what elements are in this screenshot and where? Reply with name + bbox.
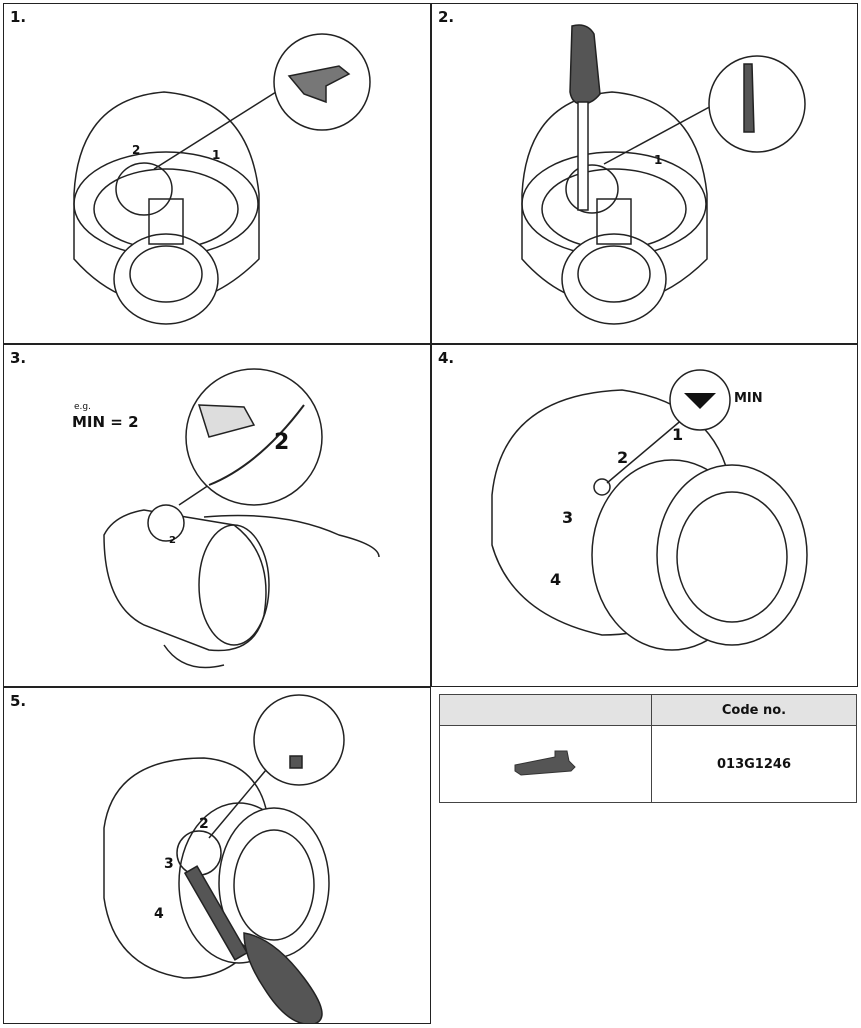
thermostat-min-illustration: 2 1 3 4 [491,369,808,651]
dial-mark-1: 1 [212,148,220,162]
dial-mark-1: 1 [654,153,662,167]
thermostat-illustration: 2 1 [73,33,371,325]
step-number: 1. [10,8,27,26]
dial-mark-3: 3 [164,856,174,872]
step-number: 4. [438,349,455,367]
dial-mark-2: 2 [274,430,289,455]
step-number: 5. [10,692,27,710]
thermostat-screwdriver-illustration: 1 [521,24,806,325]
hand-thermostat-illustration: 2 2 [103,368,380,669]
code-table: Code no. 013G1246 [439,694,857,803]
code-cell: 013G1246 [651,725,857,803]
step-5-panel: 5. 2 3 4 [3,687,431,1024]
table-header-code: Code no. [651,694,857,726]
dial-mark-2: 2 [199,816,209,832]
step-1-panel: 1. 2 1 [3,3,431,344]
step-2-panel: 2. 1 [431,3,858,344]
dial-mark-4: 4 [154,906,164,922]
thermostat-remove-illustration: 2 3 4 [103,694,345,1023]
dial-mark-4: 4 [550,570,561,589]
dial-mark-1: 1 [672,425,683,444]
part-image-cell [439,725,652,803]
table-header-row: Code no. [439,694,857,726]
limiter-clip-icon [514,750,576,776]
dial-mark-2-small: 2 [169,535,176,546]
min-arrow-icon [684,393,716,409]
example-note: e.g. [74,402,91,412]
step-4-panel: 4. MIN 2 1 3 4 [431,344,858,687]
dial-mark-2: 2 [132,143,140,157]
dial-mark-3: 3 [562,508,573,527]
step-number: 2. [438,8,455,26]
min-label: MIN [734,391,763,406]
table-header-part [439,694,652,726]
table-row: 013G1246 [439,725,857,803]
step-3-panel: 3. e.g. MIN = 2 2 2 [3,344,431,687]
min-setting-note: MIN = 2 [72,413,139,431]
dial-mark-2: 2 [617,448,628,467]
step-number: 3. [10,349,27,367]
